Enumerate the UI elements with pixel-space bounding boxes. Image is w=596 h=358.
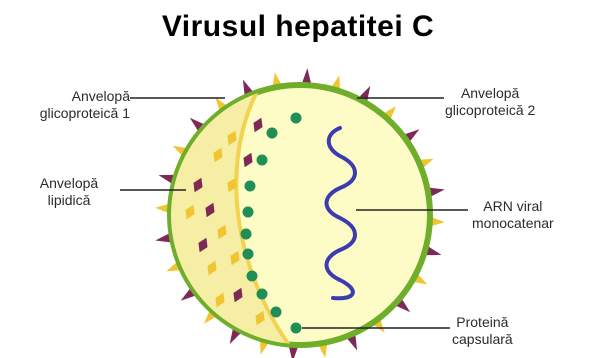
capsid-protein-dot: [271, 307, 282, 318]
label-viral-rna: ARN viral monocatenar: [472, 198, 554, 232]
capsid-protein-dot: [257, 289, 268, 300]
capsid-protein-dot: [257, 155, 268, 166]
capsid-protein-dot: [243, 249, 254, 260]
capsid-protein-dot: [243, 207, 254, 218]
capsid-protein-dot: [267, 128, 278, 139]
label-capsid-protein: Proteină capsulară: [452, 314, 513, 348]
label-lipid-envelope: Anvelopă lipidică: [20, 175, 118, 209]
label-envelope-glycoprotein-2: Anvelopă glicoproteică 2: [445, 85, 535, 119]
capsid-protein-dot: [291, 323, 302, 334]
capsid-protein-dot: [247, 271, 258, 282]
capsid-protein-dot: [291, 113, 302, 124]
label-envelope-glycoprotein-1: Anvelopă glicoproteică 1: [40, 88, 130, 122]
capsid-protein-dot: [245, 181, 256, 192]
capsid-protein-dot: [241, 229, 252, 240]
